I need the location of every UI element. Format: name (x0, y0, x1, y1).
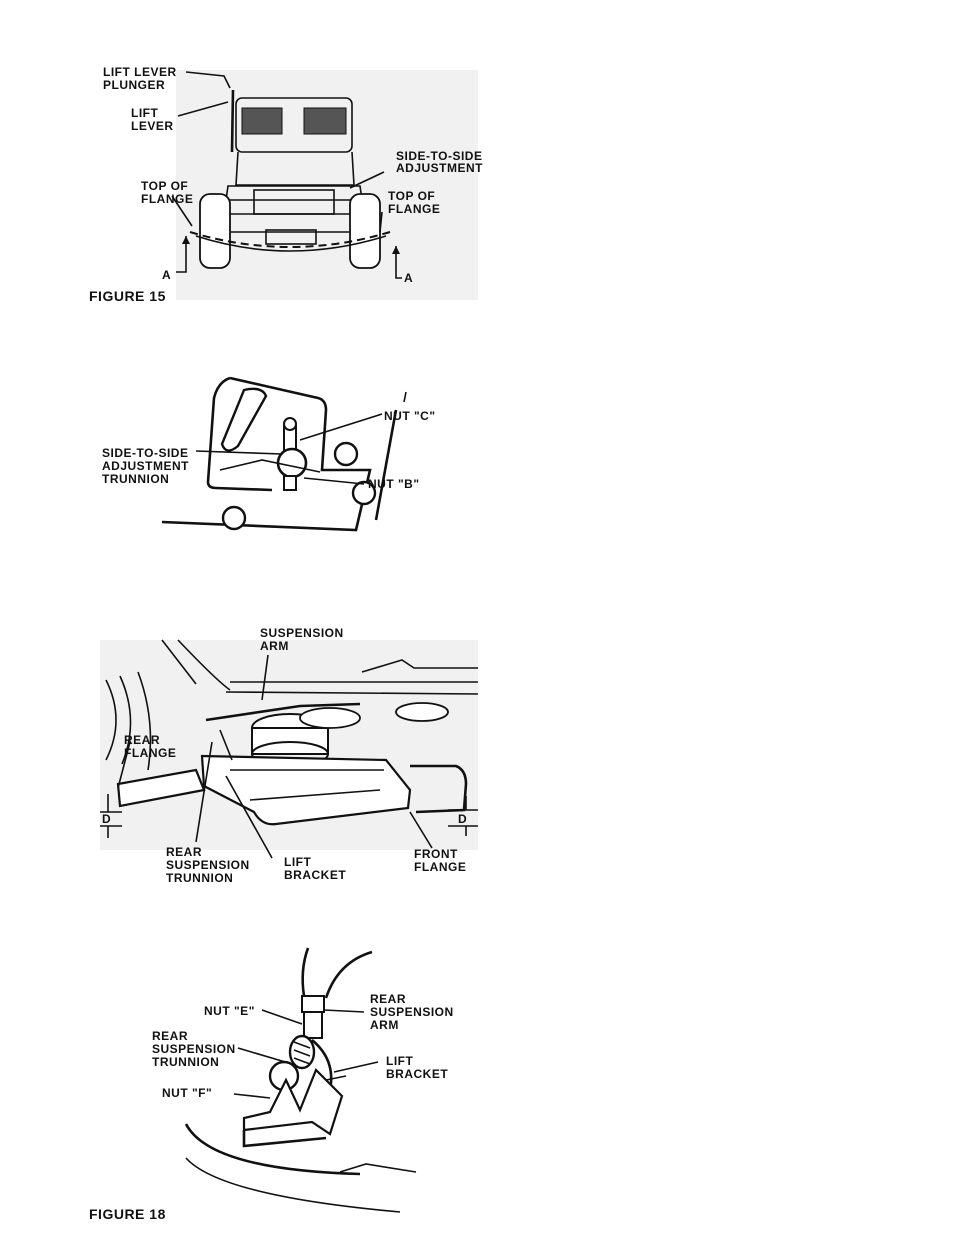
label-lift-bracket: BRACKET (284, 868, 346, 882)
label-dimension-d-left: D (102, 812, 111, 826)
label-side-to-side-adjustment: ADJUSTMENT (396, 161, 483, 175)
label-dimension-a-right: A (404, 271, 413, 285)
lift-lever (230, 89, 235, 153)
tractor-front-view (189, 97, 391, 269)
label-lift-lever: LIFT (131, 106, 158, 120)
figure-15-caption: FIGURE 15 (89, 288, 166, 304)
label-side-to-side-adjustment: SIDE-TO-SIDE (396, 149, 482, 163)
figure-15: LIFT LEVER PLUNGER LIFT LEVER SIDE-TO-SI… (89, 65, 483, 304)
label-nut-c: NUT "C" (384, 409, 436, 423)
label-rear-suspension-trunnion: TRUNNION (152, 1055, 219, 1069)
label-lift-bracket: BRACKET (386, 1067, 448, 1081)
label-top-of-flange-right: FLANGE (388, 202, 440, 216)
label-top-of-flange-left: FLANGE (141, 192, 193, 206)
label-rear-flange: FLANGE (124, 746, 176, 760)
figure-17: SUSPENSION ARM REAR FLANGE D D REAR SUSP… (100, 626, 479, 885)
label-rear-suspension-trunnion: SUSPENSION (166, 858, 250, 872)
label-top-of-flange-left: TOP OF (141, 179, 188, 193)
label-side-to-side-adjustment-trunnion: ADJUSTMENT (102, 459, 189, 473)
label-lift-lever: LEVER (131, 119, 174, 133)
label-nut-b: NUT "B" (368, 477, 420, 491)
label-nut-f: NUT "F" (162, 1086, 212, 1100)
figure-16: NUT "C" SIDE-TO-SIDE ADJUSTMENT TRUNNION… (102, 376, 436, 532)
label-rear-flange: REAR (124, 733, 160, 747)
label-rear-suspension-trunnion: SUSPENSION (152, 1042, 236, 1056)
label-side-to-side-adjustment-trunnion: TRUNNION (102, 472, 169, 486)
label-rear-suspension-arm: ARM (370, 1018, 399, 1032)
figure-18: NUT "E" REAR SUSPENSION ARM REAR SUSPENS… (89, 947, 454, 1222)
label-lift-bracket: LIFT (386, 1054, 413, 1068)
label-lift-bracket: LIFT (284, 855, 311, 869)
label-rear-suspension-arm: SUSPENSION (370, 1005, 454, 1019)
label-rear-suspension-trunnion: REAR (152, 1029, 188, 1043)
label-dimension-d-right: D (458, 812, 467, 826)
label-dimension-a-left: A (162, 268, 171, 282)
label-rear-suspension-trunnion: REAR (166, 845, 202, 859)
label-suspension-arm: ARM (260, 639, 289, 653)
rear-suspension-detail (184, 947, 417, 1213)
figure-18-caption: FIGURE 18 (89, 1206, 166, 1222)
adjustment-plate (161, 376, 398, 532)
label-nut-e: NUT "E" (204, 1004, 255, 1018)
label-rear-suspension-arm: REAR (370, 992, 406, 1006)
label-lift-lever-plunger: PLUNGER (103, 78, 165, 92)
label-side-to-side-adjustment-trunnion: SIDE-TO-SIDE (102, 446, 188, 460)
label-top-of-flange-right: TOP OF (388, 189, 435, 203)
label-front-flange: FRONT (414, 847, 458, 861)
label-front-flange: FLANGE (414, 860, 466, 874)
label-lift-lever-plunger: LIFT LEVER (103, 65, 177, 79)
label-suspension-arm: SUSPENSION (260, 626, 344, 640)
mower-deck-side-view (105, 639, 479, 826)
label-rear-suspension-trunnion: TRUNNION (166, 871, 233, 885)
